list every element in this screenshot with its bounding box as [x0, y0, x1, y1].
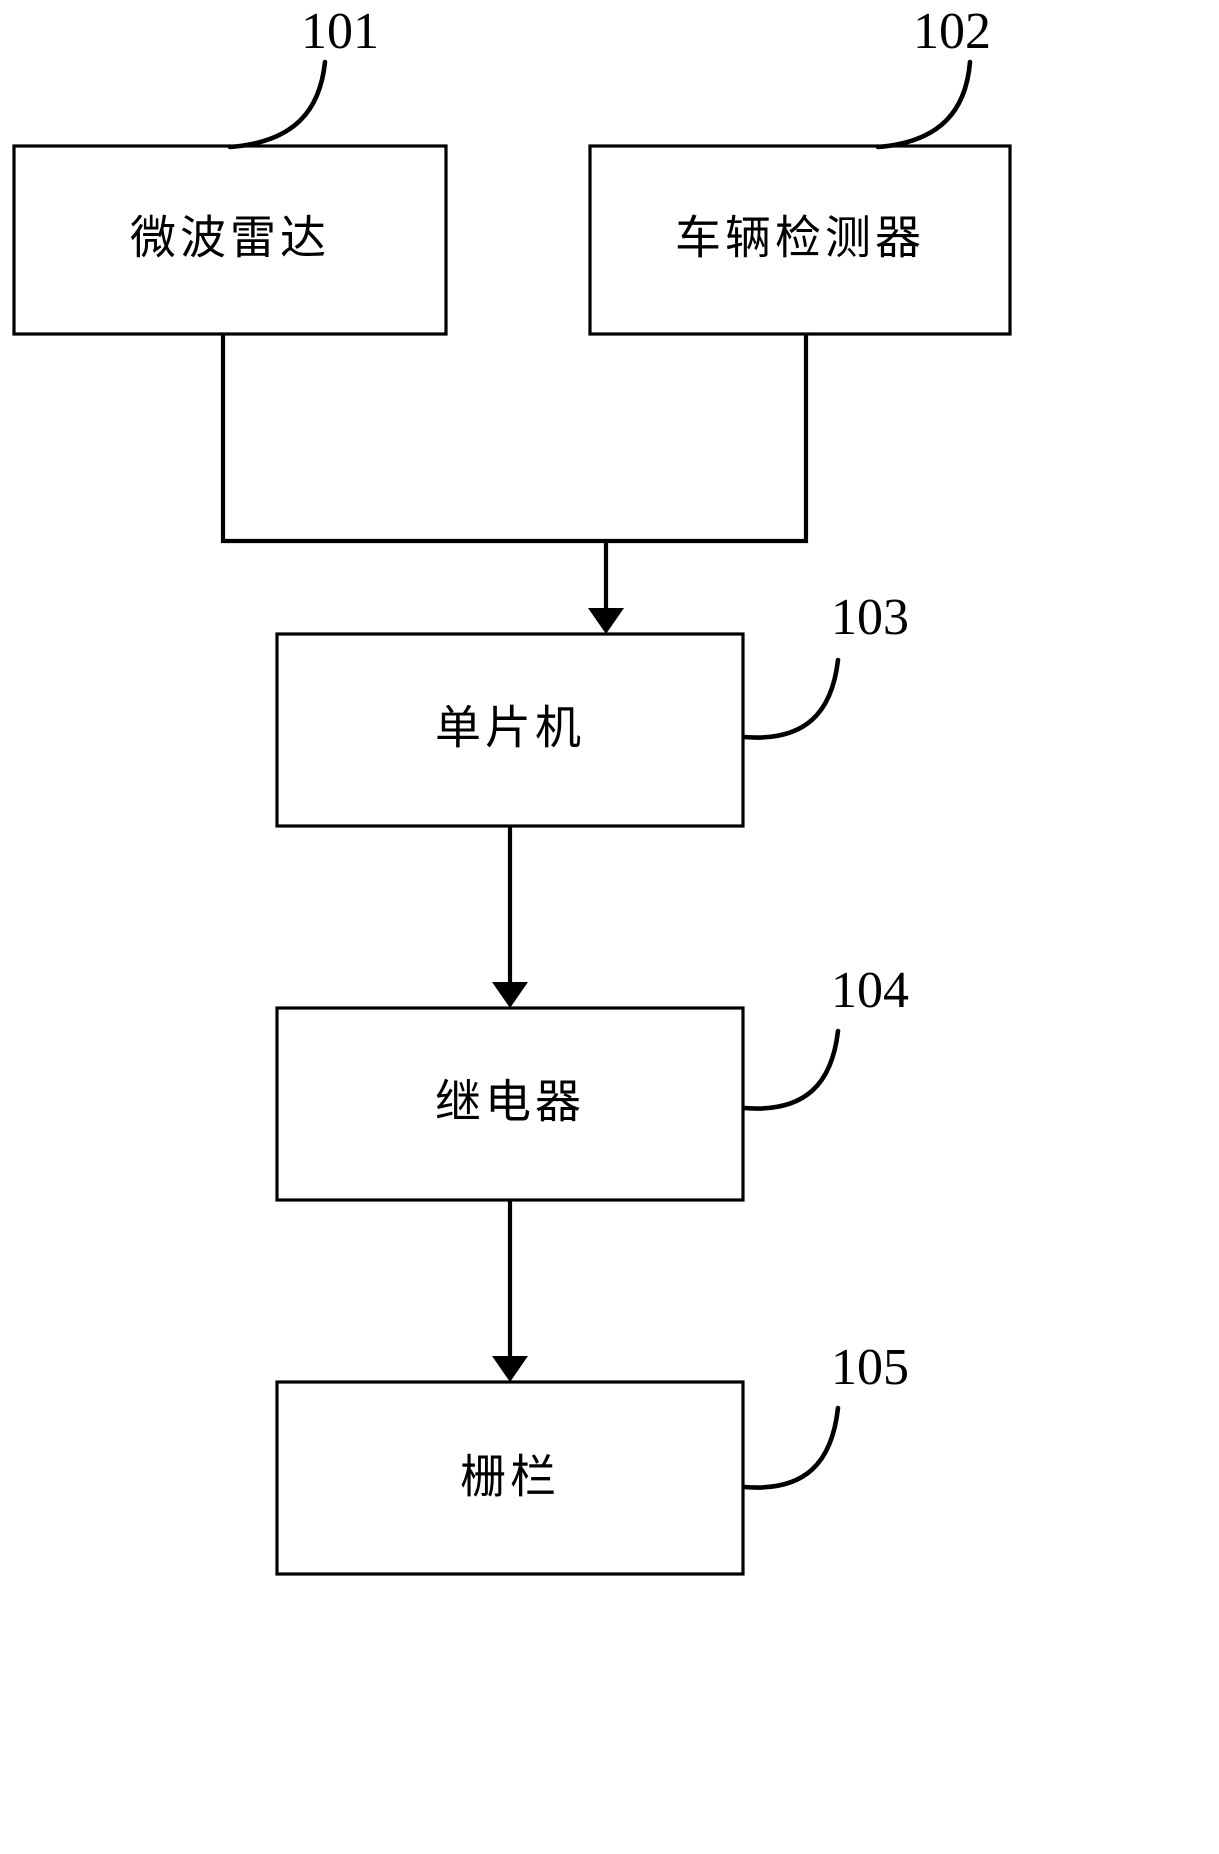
ref-number-102: 102	[913, 3, 991, 60]
leader-line-105	[741, 1405, 841, 1490]
leader-line-104	[741, 1028, 841, 1111]
barrier-gate-box[interactable]	[275, 1380, 745, 1576]
node-microcontroller[interactable]: 单片机	[275, 632, 745, 828]
edge-detector-to-mcu	[606, 334, 809, 544]
arrowhead-into-relay	[492, 982, 528, 1008]
node-relay[interactable]: 继电器	[275, 1006, 745, 1202]
vehicle-detector-box[interactable]	[588, 144, 1012, 336]
leader-line-102	[875, 59, 973, 150]
relay-label: 继电器	[435, 1077, 585, 1128]
ref-number-101: 101	[301, 3, 379, 60]
microwave-radar-label: 微波雷达	[130, 213, 330, 264]
relay-box[interactable]	[275, 1006, 745, 1202]
microcontroller-box[interactable]	[275, 632, 745, 828]
leader-line-101	[227, 59, 328, 150]
arrowhead-into-microcontroller	[588, 608, 624, 634]
leader-102: 102	[875, 3, 991, 150]
microcontroller-label: 单片机	[435, 703, 585, 754]
leader-101: 101	[227, 3, 379, 150]
microwave-radar-box[interactable]	[12, 144, 448, 336]
leader-103: 103	[741, 589, 909, 740]
node-vehicle-detector[interactable]: 车辆检测器	[588, 144, 1012, 336]
ref-number-104: 104	[831, 962, 909, 1019]
node-microwave-radar[interactable]: 微波雷达	[12, 144, 448, 336]
edge-radar-to-mcu	[220, 334, 606, 544]
node-barrier-gate[interactable]: 栅栏	[275, 1380, 745, 1576]
leader-105: 105	[741, 1339, 909, 1490]
connector-layer	[220, 334, 809, 1382]
ref-number-105: 105	[831, 1339, 909, 1396]
barrier-gate-label: 栅栏	[460, 1452, 560, 1503]
leader-line-103	[741, 657, 841, 740]
leader-104: 104	[741, 962, 909, 1111]
ref-number-103: 103	[831, 589, 909, 646]
arrowhead-into-barrier-gate	[492, 1356, 528, 1382]
vehicle-detector-label: 车辆检测器	[675, 213, 925, 264]
